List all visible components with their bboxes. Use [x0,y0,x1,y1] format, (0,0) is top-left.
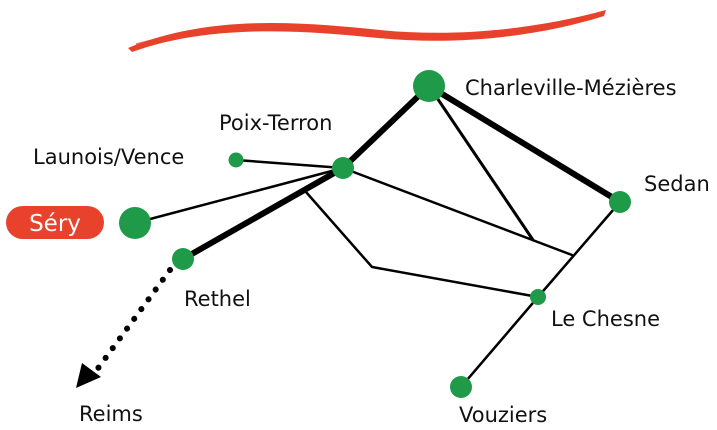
sery-highlight[interactable]: Séry [6,206,104,239]
arrow-icon [76,363,101,388]
label-lechesne[interactable]: Le Chesne [551,307,660,331]
node-sedan[interactable] [609,191,631,213]
brush-stroke-main [128,10,606,52]
road-charleville-poix [340,83,432,171]
road-network [133,83,623,389]
label-vouziers[interactable]: Vouziers [459,403,547,427]
node-sery[interactable] [119,207,151,239]
road-charleville-junction [427,84,535,242]
sery-highlight-badge [6,206,104,239]
road-lechesne-vouziers [459,295,540,389]
road-sedan-lechesne [536,200,622,299]
red-brush-stroke [128,10,606,52]
node-launois[interactable] [228,152,244,168]
road-sery-poix [133,166,345,225]
label-poix[interactable]: Poix-Terron [219,111,332,135]
label-rethel[interactable]: Rethel [184,287,251,311]
dotted-route [93,267,173,374]
node-rethel[interactable] [172,248,194,270]
sery-label: Séry [29,211,81,237]
road-poix-rethel [180,165,346,262]
road-poix-lechesne [304,190,540,299]
label-launois[interactable]: Launois/Vence [33,145,184,169]
brush-stroke-secondary [135,15,599,45]
road-poix-junction [341,166,574,257]
node-lechesne[interactable] [530,289,546,305]
town-nodes [119,70,631,398]
road-charleville-sedan [426,83,623,205]
label-charleville[interactable]: Charleville-Mézières [465,76,677,100]
route-to-reims [76,267,173,388]
road-launois-poix [234,158,345,170]
node-poix[interactable] [332,157,354,179]
label-reims[interactable]: Reims [79,402,143,426]
town-labels: Charleville-Mézières Poix-Terron Launois… [33,76,710,427]
label-sedan[interactable]: Sedan [644,172,710,196]
node-charleville[interactable] [413,70,445,102]
node-vouziers[interactable] [450,376,472,398]
